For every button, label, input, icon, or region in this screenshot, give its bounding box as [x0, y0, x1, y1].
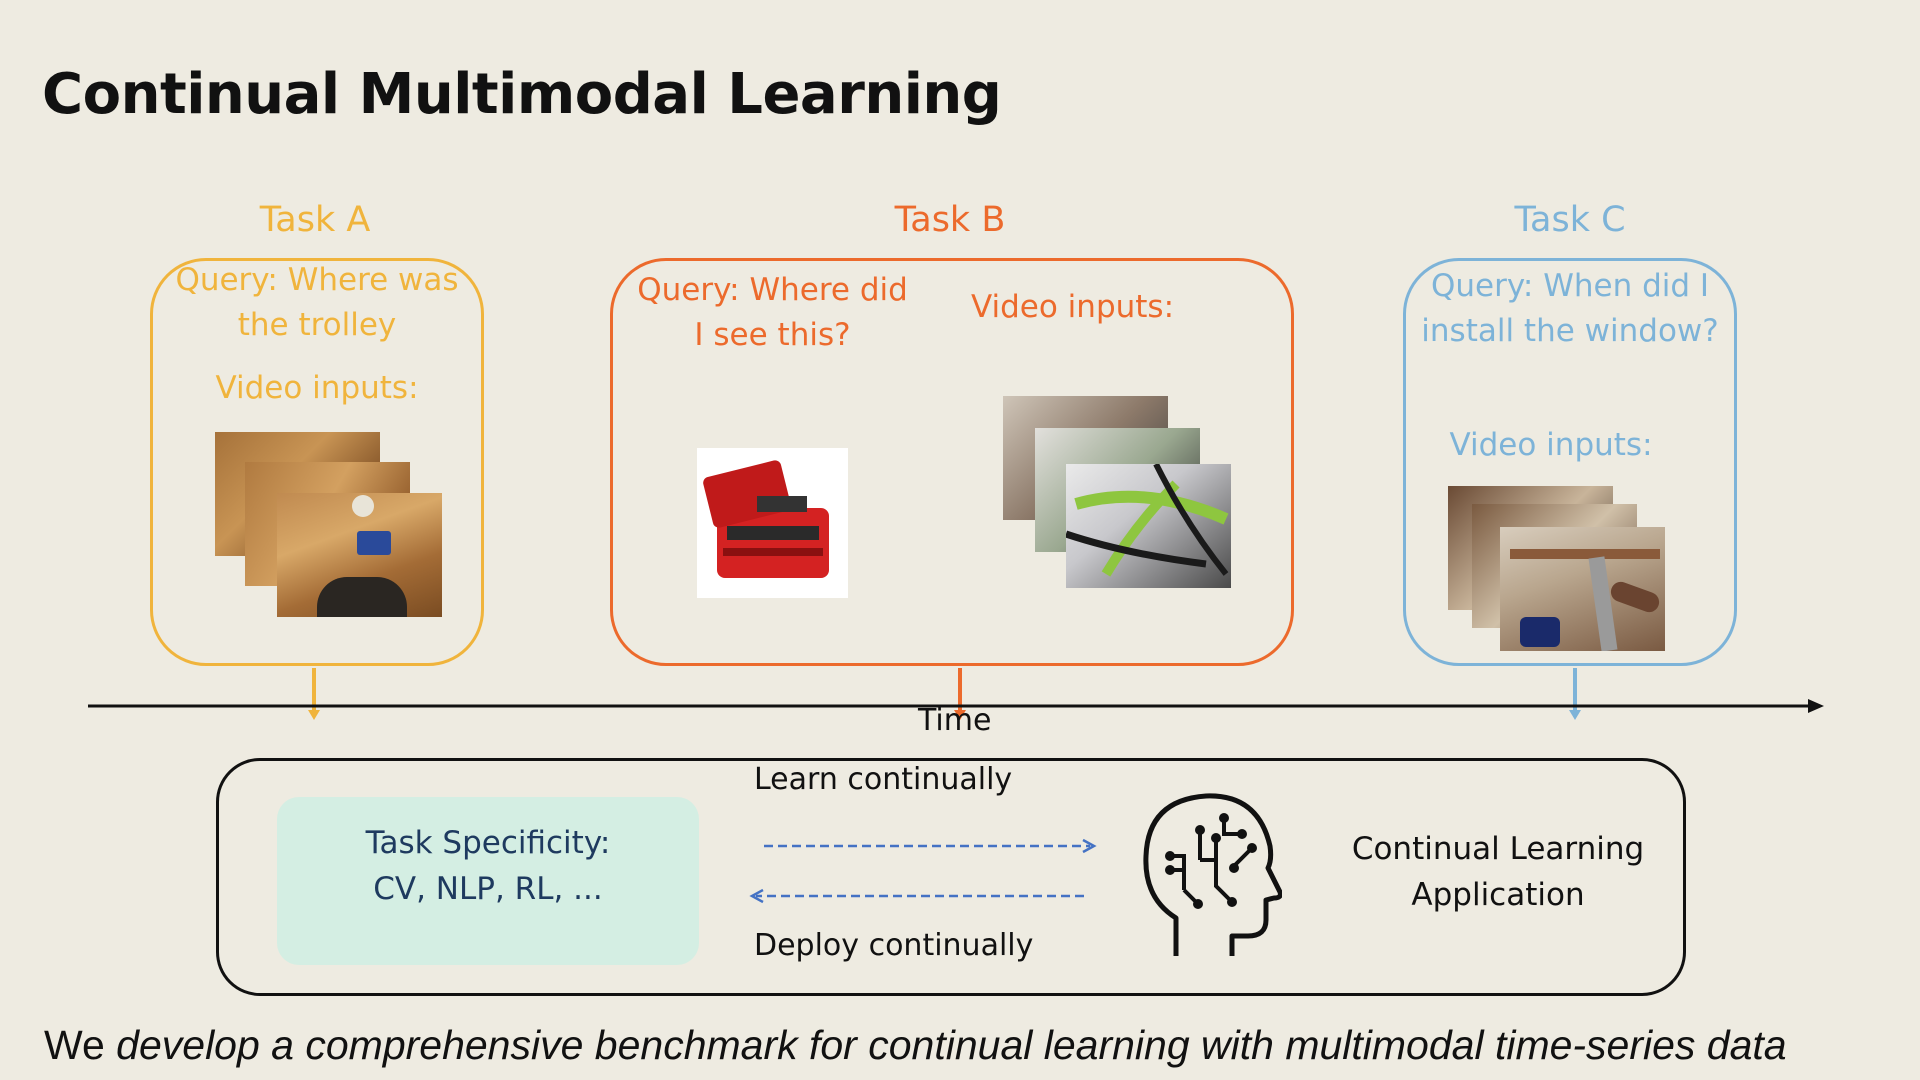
app-label: Continual Learning Application	[1340, 826, 1656, 918]
brain-circuit-icon	[1143, 793, 1282, 956]
deploy-continually-label: Deploy continually	[754, 928, 1034, 963]
footer-rest: develop a comprehensive benchmark for co…	[104, 1022, 1787, 1068]
page-title: Continual Multimodal Learning	[42, 62, 1002, 127]
footer-we: We	[44, 1022, 105, 1068]
task-c-frame-3	[1500, 527, 1665, 651]
learn-continually-label: Learn continually	[754, 762, 1013, 797]
app-line2: Application	[1411, 877, 1585, 913]
task-specificity-text: Task Specificity: CV, NLP, RL, ...	[277, 820, 699, 912]
task-b-label: Task B	[894, 200, 1006, 240]
time-label: Time	[918, 703, 992, 738]
task-b-video-label: Video inputs:	[970, 289, 1175, 325]
task-c-label: Task C	[1514, 200, 1626, 240]
task-a-label: Task A	[259, 200, 371, 240]
task-specificity-box	[277, 797, 699, 965]
task-a-frame-3	[277, 493, 442, 617]
task-c-query: Query: When did I install the window?	[1403, 264, 1737, 354]
task-a-box	[150, 258, 484, 666]
toolbox-image	[697, 448, 848, 598]
task-a-query: Query: Where was the trolley	[150, 258, 484, 348]
task-a-query-line2: the trolley	[237, 307, 397, 343]
spec-line2: CV, NLP, RL, ...	[373, 871, 603, 907]
footer-caption: We develop a comprehensive benchmark for…	[44, 1022, 1787, 1069]
task-a-video-label: Video inputs:	[215, 370, 419, 406]
task-c-box	[1403, 258, 1737, 666]
task-b-query: Query: Where did I see this?	[620, 268, 925, 358]
task-b-query-line2: I see this?	[694, 317, 851, 353]
bottom-panel	[216, 758, 1686, 996]
task-b-frame-3	[1066, 464, 1231, 588]
task-c-query-line2: install the window?	[1421, 313, 1719, 349]
spec-line1: Task Specificity:	[365, 825, 611, 861]
task-c-video-label: Video inputs:	[1449, 427, 1653, 463]
task-b-box	[610, 258, 1294, 666]
task-c-query-line1: Query: When did I	[1430, 268, 1710, 304]
app-line1: Continual Learning	[1351, 831, 1645, 867]
task-a-query-line1: Query: Where was	[175, 262, 459, 298]
task-b-query-line1: Query: Where did	[637, 272, 908, 308]
